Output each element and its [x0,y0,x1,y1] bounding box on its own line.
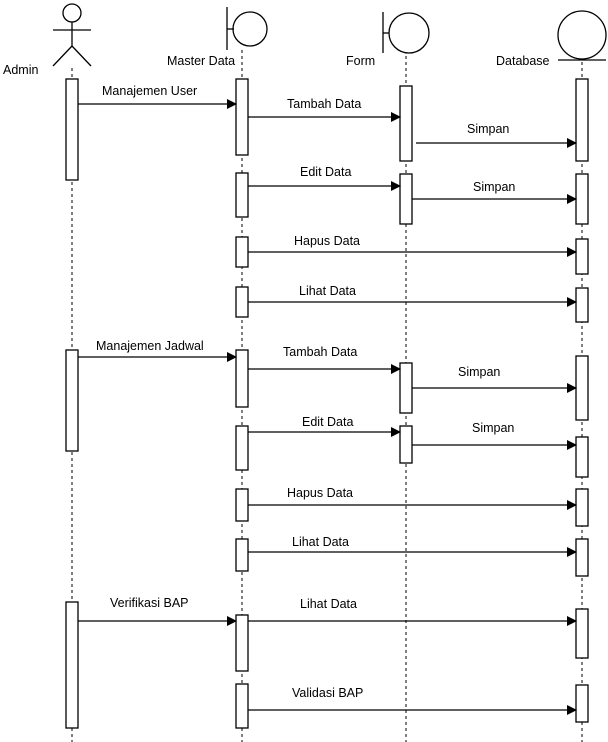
activation-bar [399,362,413,414]
message-lihat-data: Lihat Data [248,535,577,557]
message-label: Validasi BAP [292,686,363,700]
activation-bar [235,488,249,522]
message-label: Hapus Data [294,234,360,248]
activation-bar [575,538,589,577]
message-manajemen-user: Manajemen User [78,84,237,109]
activation-bar [399,173,413,225]
activation-bar [235,614,249,672]
message-label: Lihat Data [299,284,356,298]
message-label: Manajemen User [102,84,197,98]
activation-bars [65,78,589,729]
activation-bar [235,78,249,156]
activation-bar [399,85,413,162]
message-edit-data: Edit Data [248,415,401,437]
activation-bar [65,349,79,452]
database-entity-icon [557,10,607,61]
message-label: Tambah Data [283,345,357,359]
message-tambah-data: Tambah Data [248,345,401,374]
activation-bar [235,538,249,572]
activation-bar [575,684,589,723]
message-label: Lihat Data [300,597,357,611]
message-label: Verifikasi BAP [110,596,189,610]
activation-bar [65,601,79,729]
activation-bar [235,172,249,218]
participant-label-master-data: Master Data [167,54,235,68]
message-edit-data: Edit Data [248,165,401,191]
message-label: Edit Data [302,415,353,429]
message-simpan: Simpan [412,421,577,450]
activation-bar [575,287,589,323]
activation-bar [399,425,413,464]
message-label: Simpan [458,365,500,379]
message-label: Simpan [467,122,509,136]
form-boundary-icon [382,12,430,54]
activation-bar [575,78,589,162]
participant-label-form: Form [346,54,375,68]
message-lihat-data: Lihat Data [248,597,577,626]
message-label: Manajemen Jadwal [96,339,204,353]
admin-actor-icon [52,3,92,67]
activation-bar [235,425,249,471]
activation-bar [235,286,249,318]
message-label: Simpan [472,421,514,435]
message-hapus-data: Hapus Data [248,486,577,510]
activation-bar [575,436,589,478]
activation-bar [575,488,589,527]
participant-label-database: Database [496,54,550,68]
message-label: Edit Data [300,165,351,179]
message-label: Lihat Data [292,535,349,549]
message-label: Hapus Data [287,486,353,500]
message-manajemen-jadwal: Manajemen Jadwal [78,339,237,362]
message-verifikasi-bap: Verifikasi BAP [78,596,237,626]
master-data-boundary-icon [226,7,268,50]
message-label: Tambah Data [287,97,361,111]
activation-bar [235,683,249,729]
activation-bar [575,355,589,421]
participant-label-admin: Admin [3,63,38,77]
activation-bar [575,238,589,275]
message-simpan: Simpan [412,180,577,204]
message-tambah-data: Tambah Data [248,97,401,122]
activation-bar [235,349,249,408]
message-simpan: Simpan [412,365,577,393]
activation-bar [575,173,589,225]
message-hapus-data: Hapus Data [248,234,577,257]
activation-bar [575,608,589,659]
activation-bar [235,236,249,268]
message-label: Simpan [473,180,515,194]
activation-bar [65,78,79,181]
message-lihat-data: Lihat Data [248,284,577,307]
message-validasi-bap: Validasi BAP [248,686,577,715]
message-simpan: Simpan [416,122,577,148]
